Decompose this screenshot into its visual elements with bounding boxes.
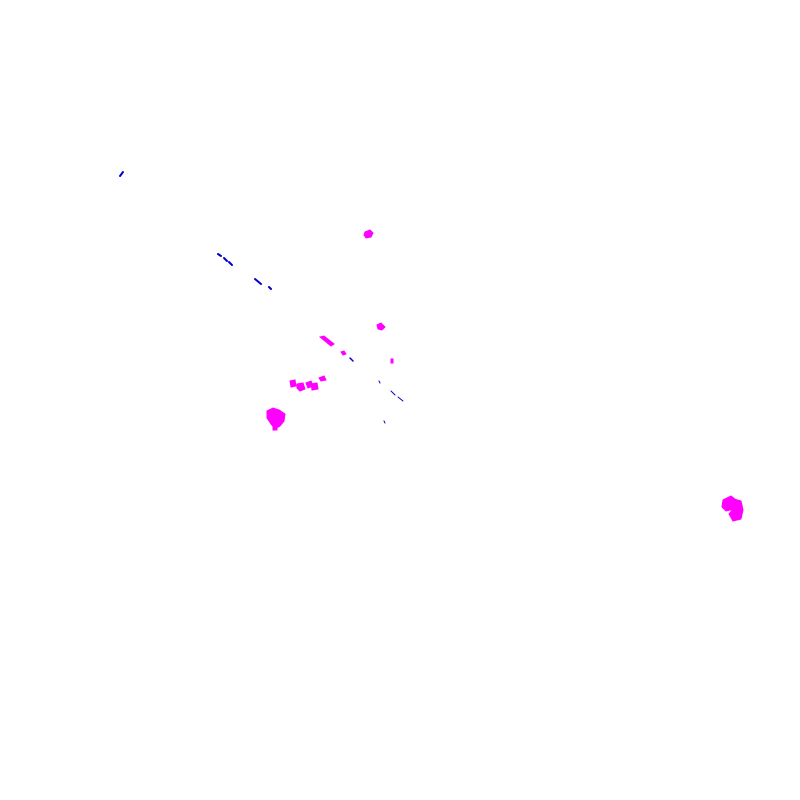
area-feature — [376, 322, 386, 331]
line-feature — [223, 257, 228, 262]
area-feature — [363, 229, 374, 239]
area-feature — [310, 382, 319, 391]
area-feature — [266, 407, 286, 430]
area-feature — [390, 358, 394, 364]
line-features-layer — [119, 171, 404, 424]
line-feature — [383, 420, 386, 424]
line-feature — [217, 253, 222, 257]
area-features-layer — [266, 229, 744, 522]
area-feature — [289, 379, 297, 388]
area-feature — [728, 498, 744, 522]
area-feature — [318, 375, 327, 382]
line-feature — [254, 278, 262, 285]
line-feature — [228, 261, 233, 266]
line-feature — [119, 171, 124, 177]
area-feature — [296, 382, 306, 392]
line-feature — [390, 390, 396, 396]
area-feature — [272, 423, 278, 431]
area-feature — [340, 350, 347, 356]
area-feature — [318, 335, 335, 347]
line-feature — [349, 357, 354, 362]
line-feature — [397, 396, 404, 402]
line-feature — [268, 286, 272, 290]
line-feature — [378, 380, 381, 384]
